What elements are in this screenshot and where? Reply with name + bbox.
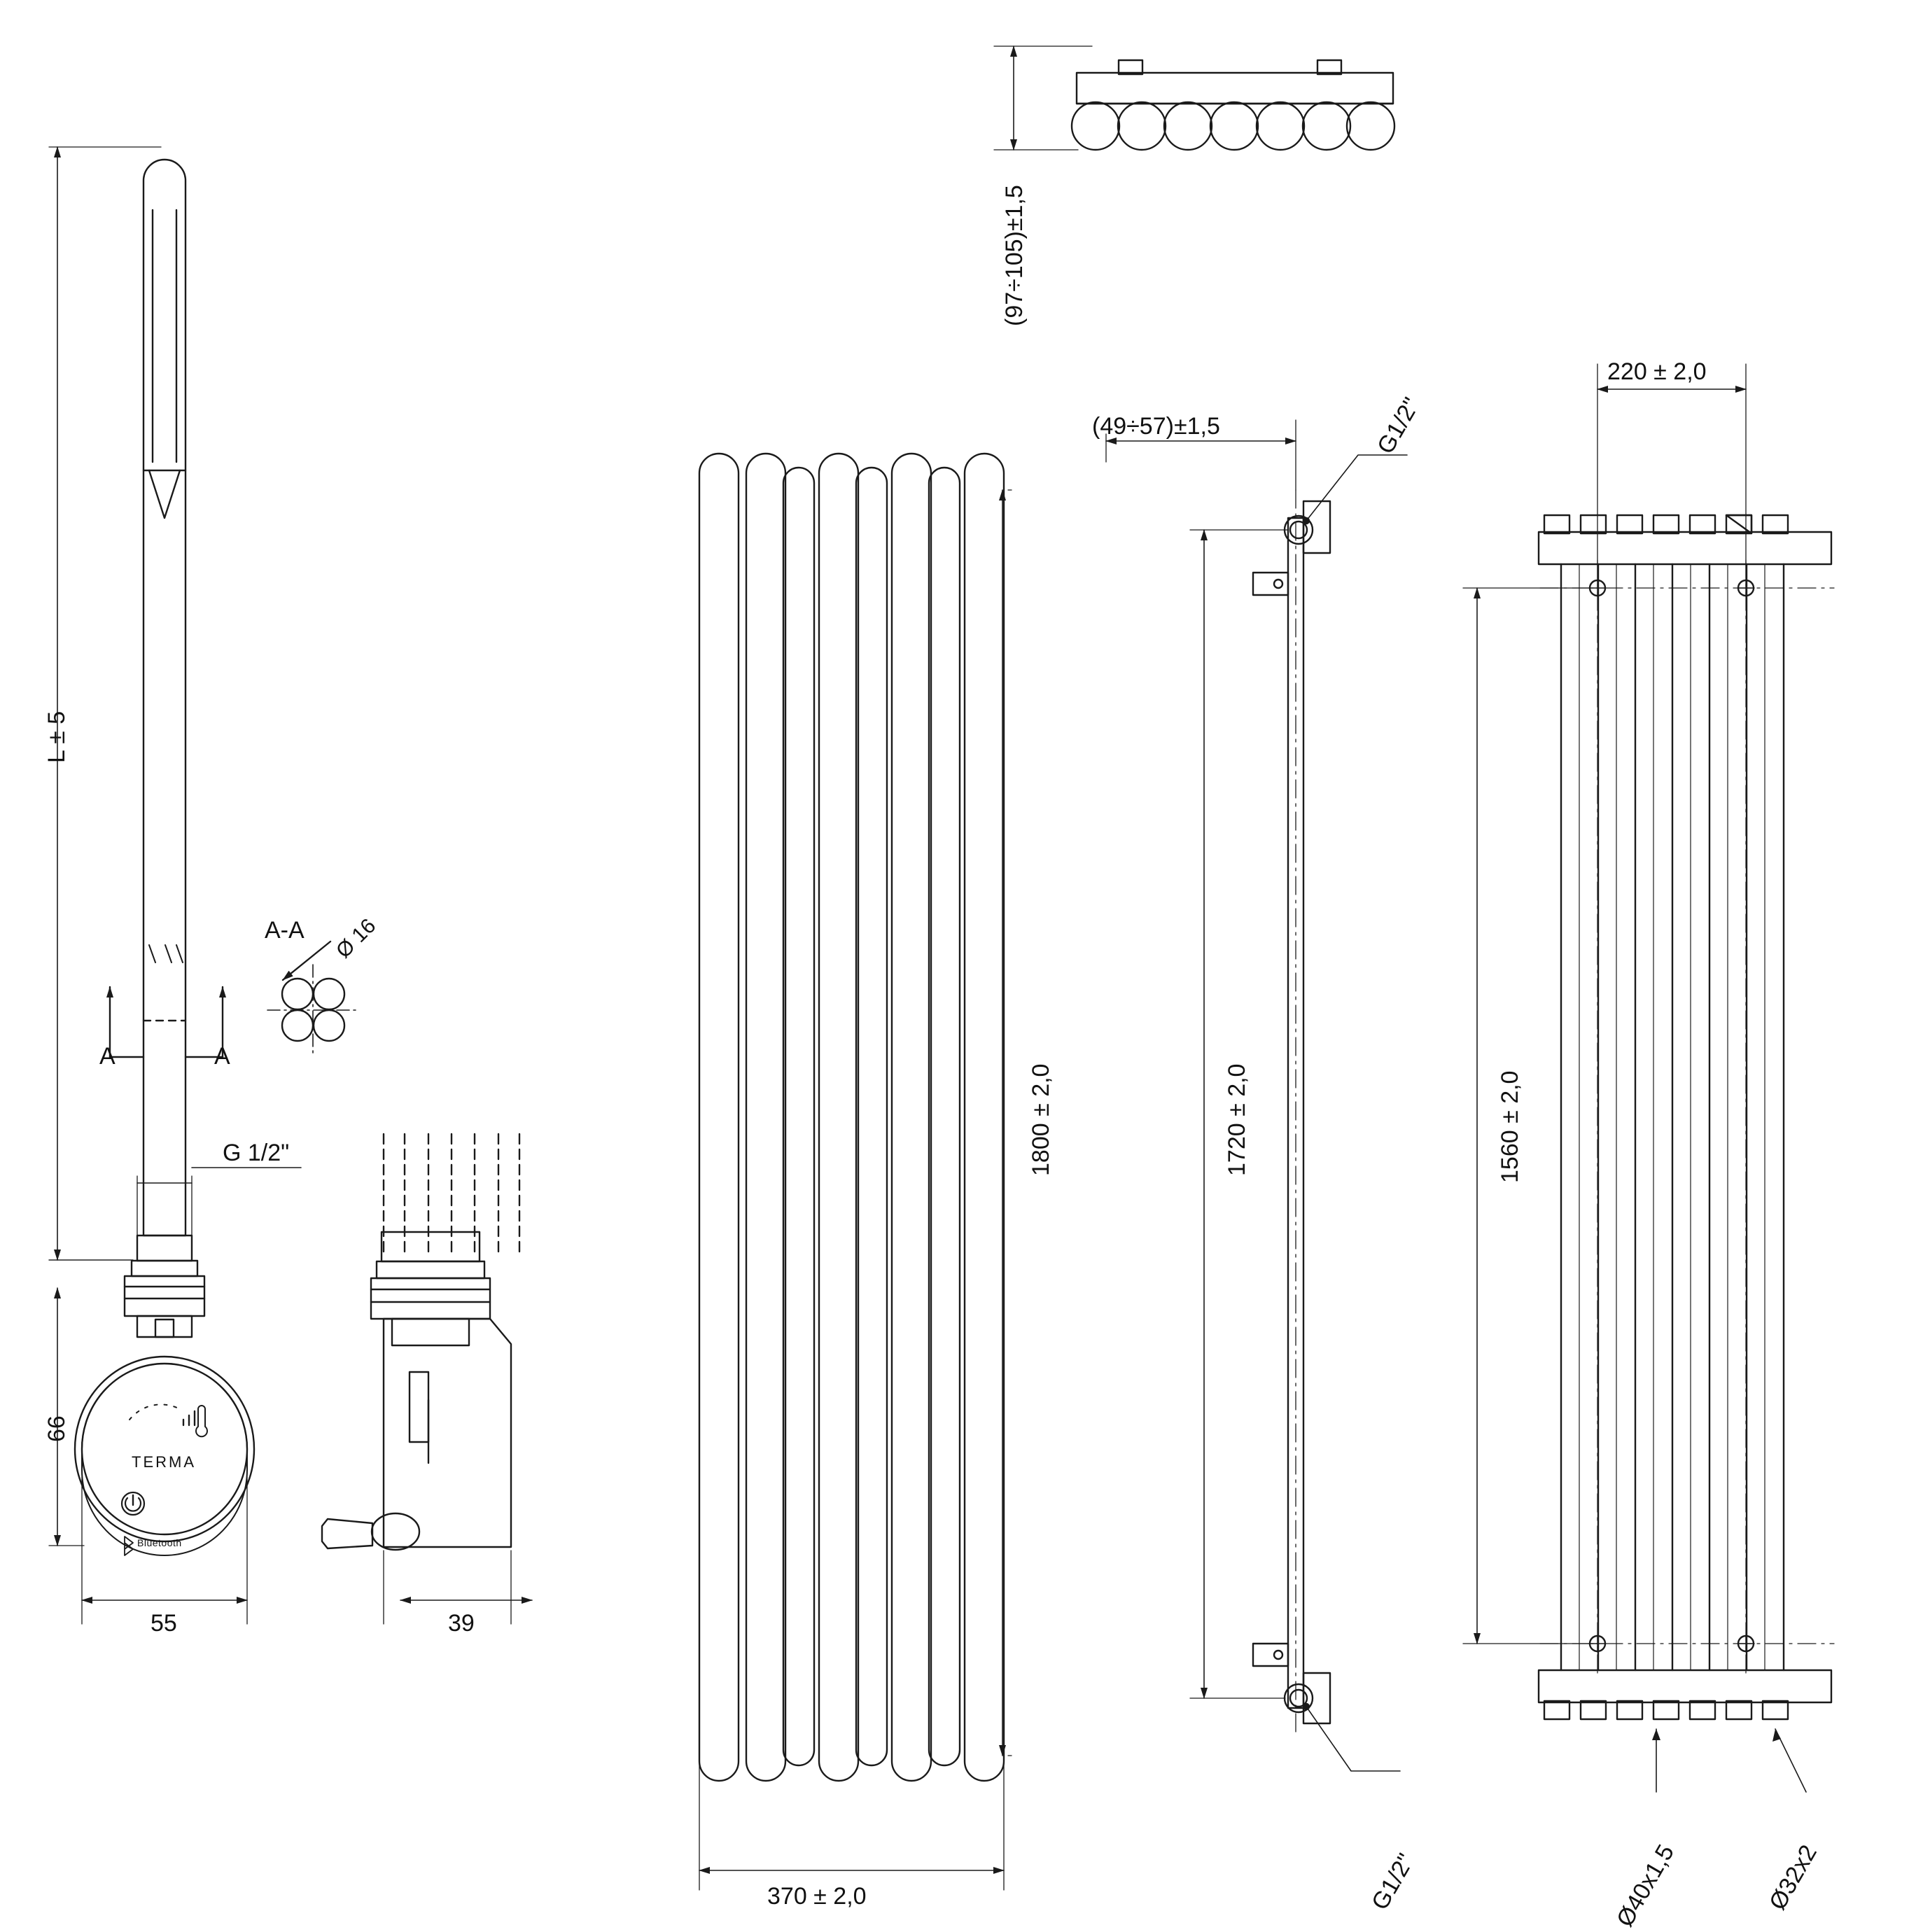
label-section-arrow-right: A — [214, 1043, 230, 1070]
label-bluetooth: Bluetooth — [137, 1537, 182, 1548]
label-side-offset: (49÷57)±1,5 — [1092, 413, 1220, 440]
label-front-height: 1800 ± 2,0 — [1028, 1063, 1054, 1176]
label-top-depth: (97÷105)±1,5 — [1001, 185, 1028, 326]
label-bracket-height: 1560 ± 2,0 — [1497, 1070, 1523, 1183]
label-side-height: 1720 ± 2,0 — [1224, 1063, 1250, 1176]
label-section-arrow-left: A — [99, 1043, 116, 1070]
label-side-width: 39 — [448, 1610, 475, 1637]
label-bracket-spacing: 220 ± 2,0 — [1607, 358, 1707, 385]
label-head-width: 55 — [151, 1610, 177, 1637]
label-brand: TERMA — [132, 1453, 196, 1471]
label-thread-g12: G 1/2" — [223, 1140, 290, 1166]
label-head-height: 66 — [43, 1415, 70, 1442]
label-length: L ± 5 — [43, 710, 70, 763]
label-front-width: 370 ± 2,0 — [767, 1883, 867, 1910]
label-section-mark: A-A — [265, 917, 305, 944]
